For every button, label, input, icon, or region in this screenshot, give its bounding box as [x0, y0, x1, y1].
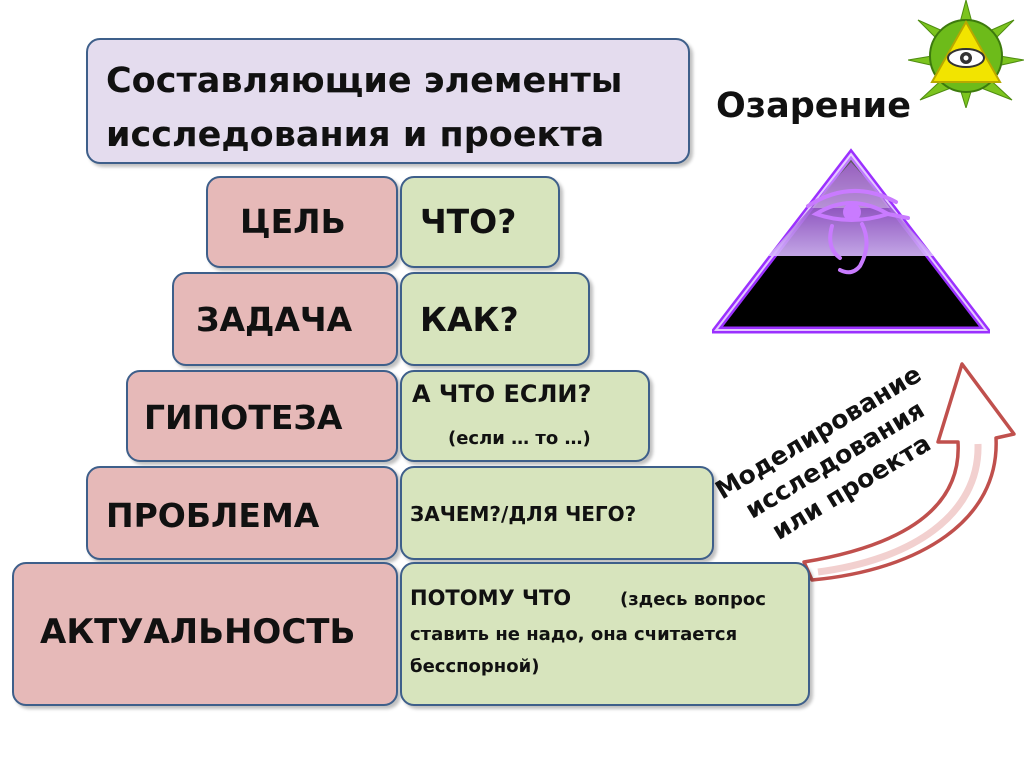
title-box: Составляющие элементы исследования и про…: [86, 38, 690, 164]
element-relevance-label: АКТУАЛЬНОСТЬ: [40, 612, 356, 652]
title-line-1: Составляющие элементы: [106, 61, 623, 101]
question-relevance-label: ПОТОМУ ЧТО: [410, 586, 572, 610]
question-hypothesis-label: А ЧТО ЕСЛИ?: [412, 380, 592, 408]
eye-of-horus-icon: [806, 189, 910, 275]
question-task: КАК?: [400, 272, 590, 366]
element-hypothesis-label: ГИПОТЕЗА: [144, 398, 343, 437]
question-goal: ЧТО?: [400, 176, 560, 268]
neon-pyramid-icon: [712, 148, 990, 334]
question-relevance: ПОТОМУ ЧТО (здесь вопрос ставить не надо…: [400, 562, 810, 706]
question-hypothesis-note: (если … то …): [448, 428, 591, 449]
question-problem: ЗАЧЕМ?/ДЛЯ ЧЕГО?: [400, 466, 714, 560]
curved-arrow-icon: [802, 362, 1016, 582]
question-relevance-note-3: бесспорной): [410, 656, 540, 677]
element-problem: ПРОБЛЕМА: [86, 466, 398, 560]
question-relevance-note-2: ставить не надо, она считается: [410, 624, 738, 645]
element-hypothesis: ГИПОТЕЗА: [126, 370, 398, 462]
element-goal: ЦЕЛЬ: [206, 176, 398, 268]
all-seeing-eye-logo-icon: [908, 0, 1024, 108]
question-relevance-note-1: (здесь вопрос: [620, 589, 766, 610]
element-task: ЗАДАЧА: [172, 272, 398, 366]
element-relevance: АКТУАЛЬНОСТЬ: [12, 562, 398, 706]
question-hypothesis: А ЧТО ЕСЛИ? (если … то …): [400, 370, 650, 462]
question-problem-label: ЗАЧЕМ?/ДЛЯ ЧЕГО?: [410, 502, 637, 526]
title-line-2: исследования и проекта: [106, 115, 605, 155]
element-problem-label: ПРОБЛЕМА: [106, 496, 320, 535]
insight-label: Озарение: [716, 86, 911, 126]
element-goal-label: ЦЕЛЬ: [240, 202, 346, 241]
question-goal-label: ЧТО?: [420, 202, 517, 241]
element-task-label: ЗАДАЧА: [196, 300, 353, 339]
question-task-label: КАК?: [420, 300, 519, 339]
